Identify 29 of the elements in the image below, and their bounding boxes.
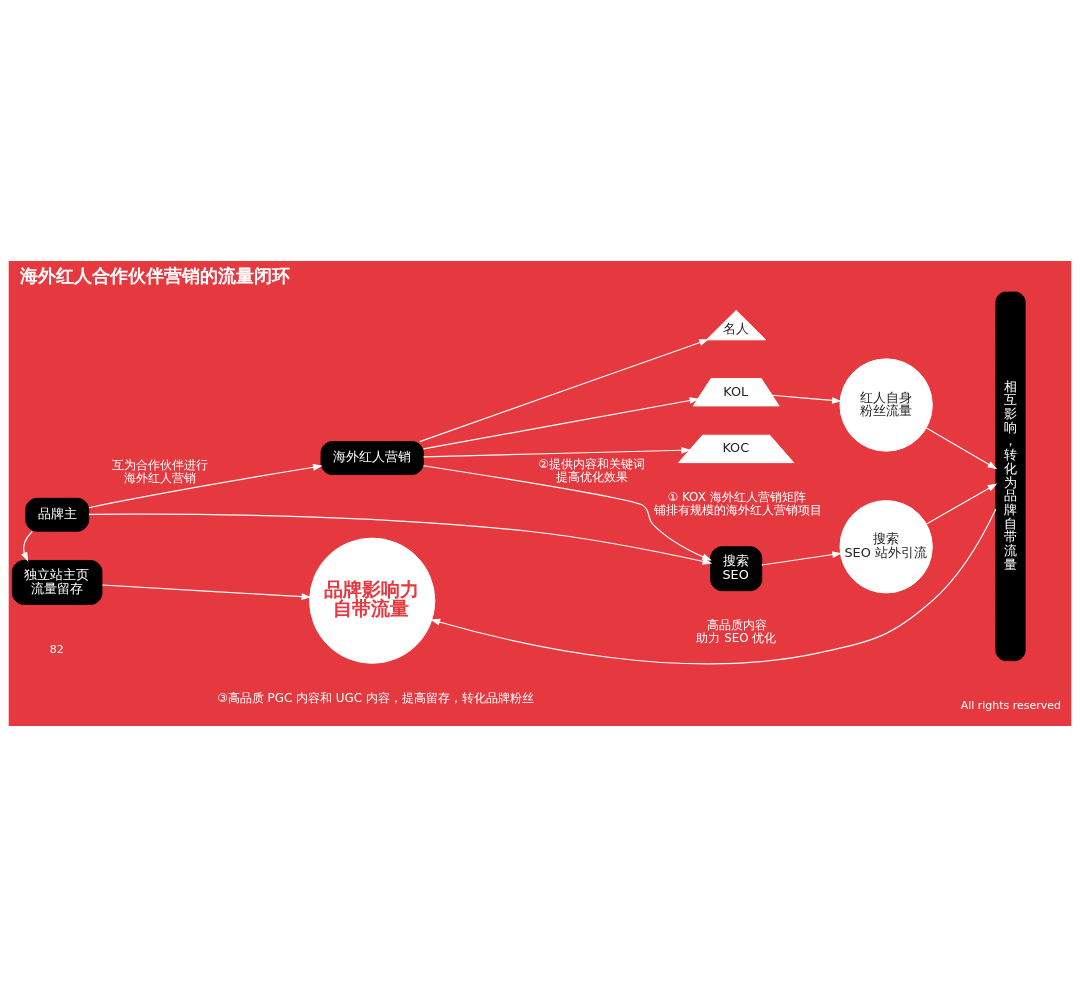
arrow [422, 464, 712, 561]
arrow [422, 396, 700, 449]
arrow [101, 583, 312, 600]
edge-label: ②提供内容和关键词提高优化效果 [538, 456, 645, 484]
label: 82 [49, 642, 64, 656]
node-box: 海外红人营销 [320, 440, 424, 475]
arrow [88, 463, 323, 508]
arrow [88, 512, 713, 565]
arrow [21, 530, 33, 562]
arrow [761, 550, 843, 566]
node-label: ③高品质 PGC 内容和 UGC 内容，提高留存，转化品牌粉丝 [217, 690, 534, 705]
node-circle: 搜索 SEO 站外引流 [839, 499, 933, 593]
arrow [925, 426, 998, 469]
node-label: 高品质内容助力 SEO 优化 [696, 617, 777, 645]
label: All rights reserved [960, 698, 1061, 712]
node-box: 独立站主页流量留存 [11, 559, 103, 605]
arrow [422, 446, 692, 457]
diagram-title: 海外红人合作伙伴营销的流量闭环 [19, 264, 290, 286]
node-label: ① KOX 海外红人营销矩阵铺排有规模的海外红人营销项目 [654, 489, 823, 517]
node-circle: 品牌影响力自带流量 [309, 537, 436, 664]
node-box: 相互影响，转化为品牌自带流量 [995, 291, 1026, 661]
arrow [771, 394, 842, 404]
node-box: 品牌主 [25, 497, 90, 532]
arrow [419, 338, 709, 442]
arrow [430, 508, 997, 664]
node-box: 搜索 SEO [710, 545, 763, 591]
edge-label: 互为合作伙伴进行海外红人营销 [112, 457, 209, 485]
node-circle: 红人自身粉丝流量 [839, 357, 933, 452]
arrow [925, 482, 998, 525]
